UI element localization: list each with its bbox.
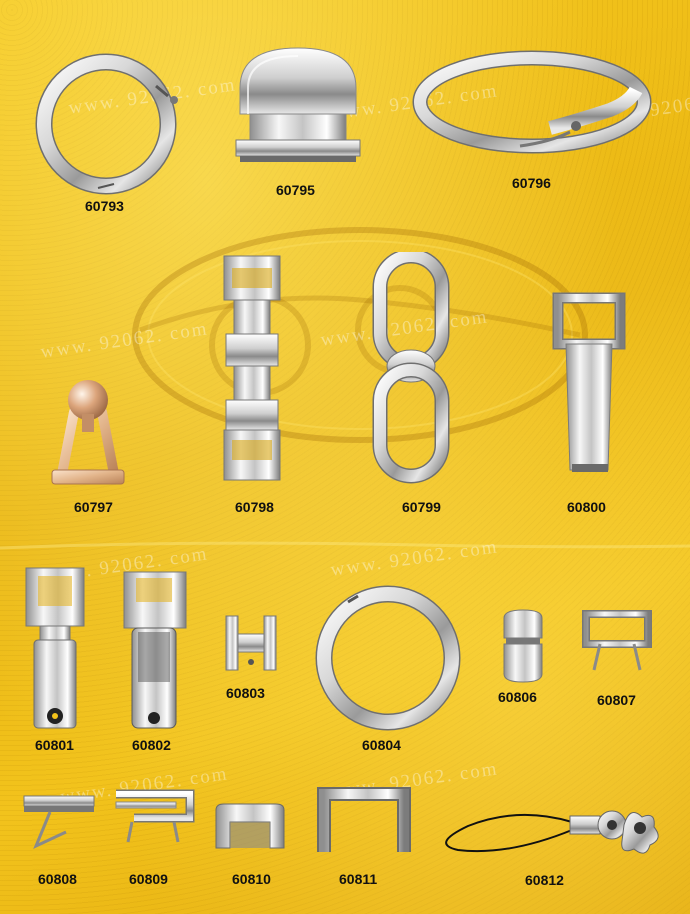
product-code: 60795 [276, 182, 315, 198]
product-code: 60807 [597, 692, 636, 708]
product-60797 [42, 374, 134, 494]
ball-d-ring-icon [51, 380, 125, 485]
product-code: 60802 [132, 737, 171, 753]
product-60802 [120, 570, 190, 736]
tube-stopper-icon [25, 567, 85, 729]
tube-stopper-icon [123, 571, 187, 729]
product-60809 [112, 788, 196, 848]
product-60804 [308, 580, 472, 736]
swivel-chain-icon [372, 252, 450, 484]
product-code: 60809 [129, 871, 168, 887]
product-code: 60799 [402, 499, 441, 515]
product-60812 [428, 800, 668, 858]
s-clip-icon [115, 789, 195, 843]
product-60799 [368, 252, 464, 488]
product-code: 60801 [35, 737, 74, 753]
product-60795 [228, 44, 368, 174]
product-code: 60793 [85, 198, 124, 214]
product-60811 [316, 786, 412, 856]
prong-loop-icon [582, 610, 652, 671]
charm-lanyard-icon [445, 810, 659, 854]
product-code: 60806 [498, 689, 537, 705]
loop-icon [317, 787, 411, 852]
product-code: 60800 [567, 499, 606, 515]
product-60801 [24, 566, 88, 736]
ring-icon [35, 53, 178, 195]
product-code: 60812 [525, 872, 564, 888]
h-connector-icon [225, 615, 277, 671]
ring-icon [315, 585, 461, 731]
product-60798 [218, 254, 290, 486]
strap-buckle-icon [552, 292, 626, 472]
product-60803 [224, 614, 278, 674]
barrel-icon [503, 609, 543, 683]
product-60796 [410, 50, 660, 165]
product-code: 60808 [38, 871, 77, 887]
bar-icon [215, 803, 285, 849]
product-code: 60804 [362, 737, 401, 753]
product-60808 [20, 792, 100, 852]
product-code: 60798 [235, 499, 274, 515]
product-60810 [212, 800, 288, 852]
chain-connector-icon [223, 255, 281, 481]
end-cap-icon [235, 47, 361, 162]
product-code: 60797 [74, 499, 113, 515]
product-code: 60796 [512, 175, 551, 191]
product-60807 [580, 610, 656, 678]
product-code: 60810 [232, 871, 271, 887]
product-code: 60803 [226, 685, 265, 701]
snap-hook-icon [412, 50, 652, 154]
product-code: 60811 [339, 871, 378, 887]
product-60800 [552, 292, 632, 478]
prong-clip-icon [23, 795, 95, 849]
product-60793 [28, 48, 188, 198]
product-60806 [498, 608, 548, 684]
